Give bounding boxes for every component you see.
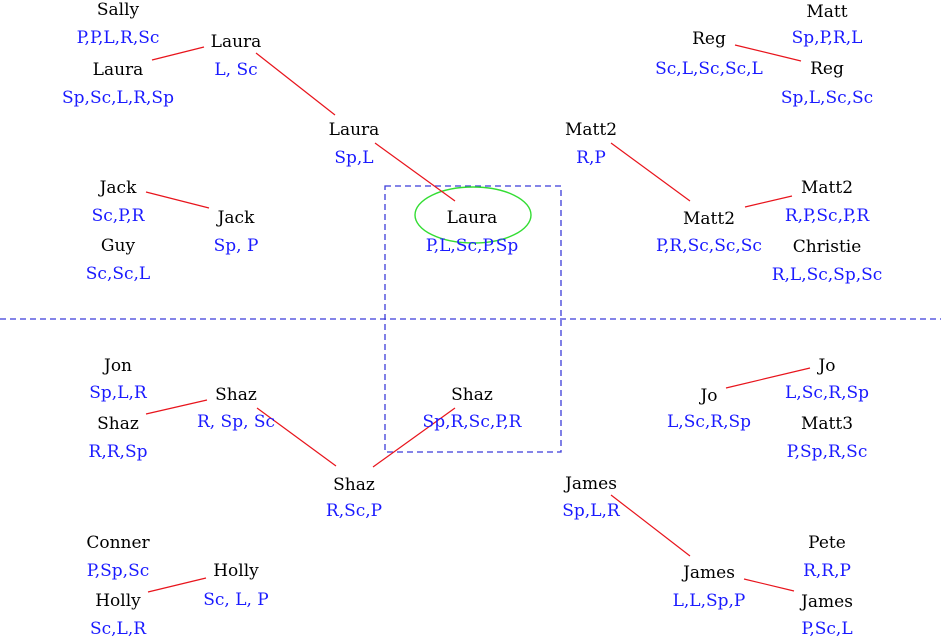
player-name: Matt2 xyxy=(801,178,853,198)
player-moves: R,R,Sp xyxy=(89,442,148,462)
player-moves: R,R,P xyxy=(803,561,851,581)
player-moves: Sc,L,Sc,Sc,L xyxy=(655,59,763,79)
player-moves: P,L,Sc,P,Sp xyxy=(426,236,519,256)
player-name: Matt xyxy=(806,2,847,22)
edge-laura-r3-to-final xyxy=(374,142,456,202)
edge-matt2-r1-to-matt2-r2 xyxy=(744,195,793,208)
edge-laura-r2-to-laura-r3 xyxy=(255,52,336,116)
edge-holly-r1-to-holly-r2 xyxy=(147,577,207,593)
player-name: Shaz xyxy=(215,385,257,405)
player-name: Holly xyxy=(95,591,141,611)
player-name: Jack xyxy=(98,178,137,198)
player-name: Laura xyxy=(211,32,262,52)
player-moves: Sp,L xyxy=(334,148,373,168)
edge-james-r3-to-james-r2 xyxy=(610,494,691,557)
player-moves: R,P xyxy=(576,148,606,168)
player-moves: L,Sc,R,Sp xyxy=(667,412,751,432)
player-moves: Sc,Sc,L xyxy=(86,264,150,284)
player-name: Matt2 xyxy=(565,120,617,140)
edge-shaz-r1-to-shaz-r2 xyxy=(145,399,208,415)
player-moves: P,Sp,Sc xyxy=(87,561,150,581)
edge-matt2-r3-to-matt2-r2 xyxy=(610,142,691,202)
player-name: Laura xyxy=(329,120,380,140)
player-moves: Sp,L,R xyxy=(89,383,148,403)
player-name: Shaz xyxy=(97,414,139,434)
player-name: Jack xyxy=(216,208,255,228)
player-moves: P,R,Sc,Sc,Sc xyxy=(656,236,762,256)
player-name: James xyxy=(681,563,735,583)
player-moves: Sc, L, P xyxy=(203,590,269,610)
player-moves: P,P,L,R,Sc xyxy=(77,28,160,48)
player-moves: L,L,Sp,P xyxy=(673,591,746,611)
player-name: Christie xyxy=(793,237,862,257)
player-moves: Sp,Sc,L,R,Sp xyxy=(62,88,174,108)
player-name: Matt2 xyxy=(683,209,735,229)
player-name: Holly xyxy=(213,561,259,581)
player-name: Reg xyxy=(692,29,726,49)
player-name: James xyxy=(563,474,617,494)
player-moves: Sp,R,Sc,P,R xyxy=(423,412,523,432)
player-moves: Sc,L,R xyxy=(90,619,147,639)
player-name: Pete xyxy=(808,533,846,553)
edge-jack-r1-to-jack-r2 xyxy=(145,191,210,209)
edge-jo-r2-to-jo-r1 xyxy=(725,367,811,389)
player-moves: L, Sc xyxy=(214,60,257,80)
player-name: Jo xyxy=(698,386,717,406)
player-name: Shaz xyxy=(333,475,375,495)
player-name: Jo xyxy=(816,356,835,376)
player-moves: P,Sp,R,Sc xyxy=(787,442,868,462)
player-moves: Sp, P xyxy=(214,236,259,256)
player-moves: L,Sc,R,Sp xyxy=(785,383,869,403)
player-moves: R,P,Sc,P,R xyxy=(785,206,871,226)
player-name: Matt3 xyxy=(801,414,853,434)
player-name: Sally xyxy=(97,0,140,20)
player-name: Conner xyxy=(86,533,150,553)
player-name: Shaz xyxy=(451,385,493,405)
edge-james-r1-to-james-r2 xyxy=(743,578,795,592)
player-name: James xyxy=(799,592,853,612)
nodes: Sally P,P,L,R,Sc Laura Sp,Sc,L,R,Sp Laur… xyxy=(62,0,882,639)
player-moves: Sp,L,R xyxy=(562,501,621,521)
player-moves: R, Sp, Sc xyxy=(197,412,275,432)
player-name: Guy xyxy=(101,236,136,256)
player-moves: R,L,Sc,Sp,Sc xyxy=(772,265,883,285)
player-name: Jon xyxy=(102,356,132,376)
edge-shaz-r3-to-final xyxy=(372,407,456,468)
player-moves: Sc,P,R xyxy=(92,206,146,226)
player-moves: Sp,L,Sc,Sc xyxy=(781,88,873,108)
edges xyxy=(145,44,811,593)
player-moves: P,Sc,L xyxy=(801,619,852,639)
player-name: Reg xyxy=(810,59,844,79)
winner-circle xyxy=(414,186,532,244)
edge-shaz-r2-to-shaz-r3 xyxy=(256,407,337,467)
player-name: Laura xyxy=(447,208,498,228)
player-moves: R,Sc,P xyxy=(326,501,382,521)
player-name: Laura xyxy=(93,60,144,80)
edge-laura-r1-to-laura-r2 xyxy=(151,46,205,61)
final-match-box xyxy=(384,185,562,453)
edge-reg-r1-to-reg-r2 xyxy=(734,44,802,62)
player-moves: Sp,P,R,L xyxy=(792,28,863,48)
